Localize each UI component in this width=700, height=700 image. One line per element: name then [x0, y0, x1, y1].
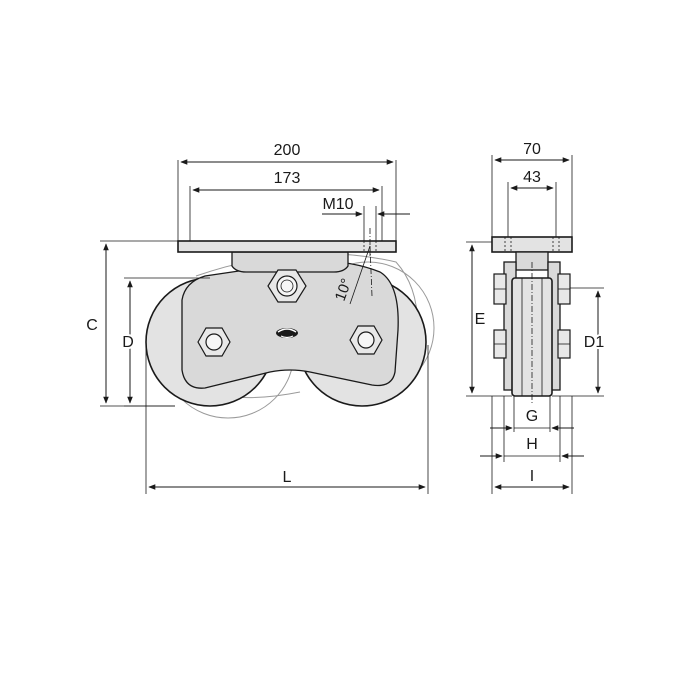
front-view: [145, 228, 435, 419]
dim-200-label: 200: [274, 142, 301, 159]
dim-g-label: G: [526, 408, 538, 425]
dim-h-label: H: [526, 436, 538, 453]
dimension-200: 200: [177, 142, 397, 241]
dim-43-label: 43: [523, 169, 541, 186]
dim-d-label: D: [122, 334, 134, 351]
dim-70-label: 70: [523, 141, 541, 158]
top-plate: [177, 240, 397, 253]
logo-emblem: [276, 328, 298, 339]
mounting-stem: [231, 251, 349, 273]
dimension-h: H: [480, 396, 584, 462]
side-top-plate: [491, 236, 573, 253]
dim-d1-label: D1: [584, 334, 605, 351]
dimension-d1: D1: [552, 287, 606, 397]
left-axle-nut: [197, 327, 231, 357]
dimension-i: I: [491, 396, 573, 494]
dimension-l: L: [145, 345, 429, 494]
dim-l-label: L: [283, 469, 292, 486]
dimension-70: 70: [491, 141, 573, 237]
dim-173-label: 173: [274, 170, 301, 187]
dim-i-label: I: [530, 468, 534, 485]
dim-c-label: C: [86, 317, 98, 334]
dim-e-label: E: [475, 311, 486, 328]
dimension-e: E: [466, 241, 512, 397]
angle-10-label: 10°: [332, 276, 356, 303]
right-axle-nut: [349, 325, 383, 355]
dimension-d: D: [120, 277, 210, 407]
pivot-nut: [267, 269, 307, 303]
side-view: [491, 236, 573, 404]
dimension-m10: M10: [322, 196, 410, 241]
dimension-43: 43: [507, 169, 557, 237]
dimension-g: G: [490, 396, 574, 432]
dim-m10-label: M10: [322, 196, 353, 213]
